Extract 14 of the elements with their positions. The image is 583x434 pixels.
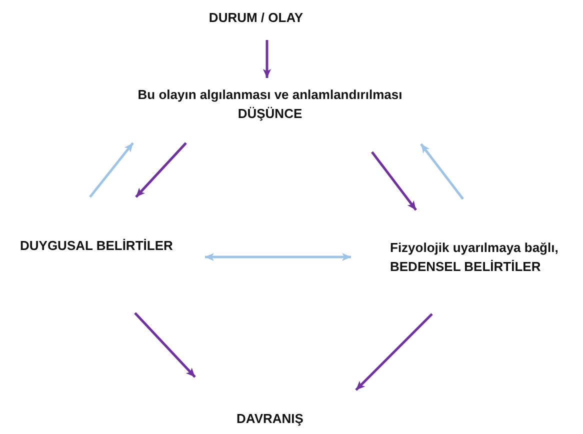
node-label: Fizyolojik uyarılmaya bağlı, BEDENSEL BELİRTİLER [390, 238, 578, 276]
node-label: DUYGUSAL BELİRTİLER [20, 236, 173, 255]
node-label: DAVRANIŞ [236, 409, 304, 428]
arrow [89, 142, 134, 198]
arrow [262, 40, 272, 78]
description-text: Bu olayın algılanması ve anlamlandırılması [138, 86, 402, 104]
arrow [205, 252, 351, 262]
node-label: DURUM / OLAY [208, 8, 304, 27]
arrow [420, 143, 464, 200]
arrow [371, 151, 417, 211]
arrow [135, 142, 187, 198]
node-heading: DÜŞÜNCE [236, 105, 304, 123]
arrow [134, 312, 196, 378]
arrow [355, 313, 433, 391]
